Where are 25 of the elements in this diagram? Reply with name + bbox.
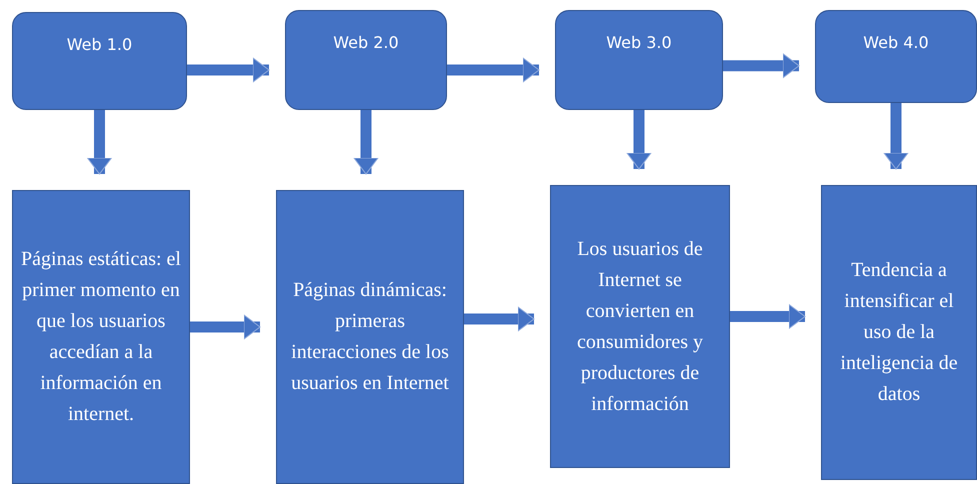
box-text: Web 3.0	[606, 33, 672, 52]
arrow	[87, 110, 112, 174]
arrow	[723, 53, 800, 78]
box-text: Páginas dinámicas: primeras interacciones de los usuarios en Internet	[290, 278, 450, 396]
description-box	[12, 190, 190, 484]
arrow	[730, 304, 806, 329]
stage-box	[815, 10, 977, 103]
stage-box	[12, 12, 187, 110]
description-box	[276, 190, 464, 484]
description-box	[550, 185, 730, 468]
stage-box	[285, 10, 447, 110]
arrow	[187, 58, 270, 82]
box-text: Web 4.0	[863, 33, 929, 52]
description-box	[821, 185, 977, 480]
arrow	[626, 110, 652, 170]
arrow	[464, 306, 534, 332]
arrow	[884, 103, 908, 170]
box-text: Tendencia a intensificar el uso de la inteligencia de datos	[839, 258, 959, 407]
arrow	[447, 58, 540, 82]
box-text: Páginas estáticas: el primer momento en que los usuarios accedían a la información en internet.	[21, 247, 181, 427]
box-text: Los usuarios de Internet se convierten en consumidores y productores de información	[576, 236, 704, 416]
stage-box	[555, 10, 723, 110]
box-text: Web 2.0	[333, 33, 399, 52]
arrow	[354, 110, 378, 174]
box-text: Web 1.0	[66, 35, 132, 54]
